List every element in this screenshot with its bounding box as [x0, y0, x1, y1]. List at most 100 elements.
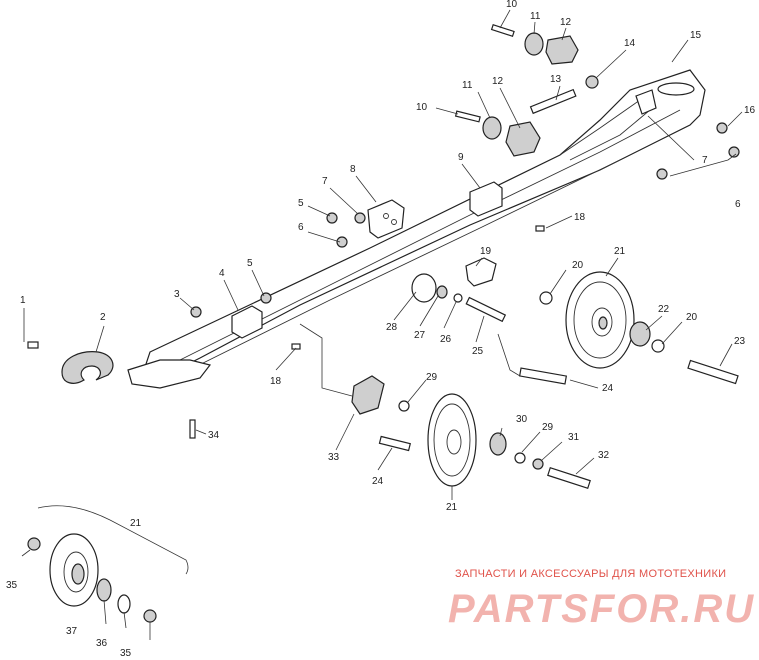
callout-29-right: 29: [542, 422, 554, 433]
rivet-18-left: [291, 343, 301, 350]
callout-24-lower: 24: [372, 476, 384, 487]
bolt-10-lower: [454, 110, 481, 123]
callout-8: 8: [350, 164, 356, 175]
watermark-tagline: ЗАПЧАСТИ И АКСЕССУАРЫ ДЛЯ МОТОТЕХНИКИ: [455, 568, 726, 580]
spacer-27: [436, 285, 448, 299]
bracket-33: [351, 375, 385, 415]
callout-20-lower: 20: [686, 312, 698, 323]
callout-13: 13: [550, 74, 562, 85]
bushing-11-upper: [524, 32, 544, 56]
nut-6-right-a: [728, 146, 740, 158]
callout-20-upper: 20: [572, 260, 584, 271]
callout-18-right: 18: [574, 212, 586, 223]
callout-32: 32: [598, 450, 610, 461]
callout-12-left: 12: [492, 76, 504, 87]
callout-27: 27: [414, 330, 426, 341]
rivet-1: [27, 341, 39, 349]
callout-5-mid: 5: [298, 198, 304, 209]
bolt-25: [465, 296, 507, 323]
leader-lines: [21, 9, 743, 640]
callout-25: 25: [472, 346, 484, 357]
spacer-30: [489, 432, 507, 456]
callout-21-right: 21: [614, 246, 626, 257]
washer-28: [411, 273, 437, 303]
spacer-12-lower: [505, 121, 541, 157]
callout-37: 37: [66, 626, 78, 637]
callout-7-mid: 7: [322, 176, 328, 187]
callout-16: 16: [744, 105, 756, 116]
callout-10-left: 10: [416, 102, 428, 113]
bolt-23: [687, 359, 739, 385]
callout-36: 36: [96, 638, 108, 649]
callout-5-left: 5: [247, 258, 253, 269]
spacer-22: [629, 321, 651, 347]
bearing-37: [96, 578, 112, 602]
callout-1: 1: [20, 295, 26, 306]
rail-tip-cap: [61, 351, 114, 384]
callout-22: 22: [658, 304, 670, 315]
nut-35-right: [143, 609, 157, 623]
bracket-9: [469, 181, 503, 217]
callout-35-right: 35: [120, 648, 132, 659]
spacer-12-upper: [545, 35, 579, 65]
callout-14: 14: [624, 38, 636, 49]
callout-12-top: 12: [560, 17, 572, 28]
callout-18-left: 18: [270, 376, 282, 387]
nut-31: [532, 458, 544, 470]
watermark: ЗАПЧАСТИ И АКСЕССУАРЫ ДЛЯ МОТОТЕХНИКИ PA…: [448, 568, 755, 631]
nut-14: [585, 75, 599, 89]
callout-6-right: 6: [735, 199, 741, 210]
bolt-24-lower: [378, 435, 412, 452]
callout-24-right: 24: [602, 383, 614, 394]
callout-35-left: 35: [6, 580, 18, 591]
watermark-logo: PARTSFOR.RU: [448, 587, 755, 631]
callout-34: 34: [208, 430, 220, 441]
callout-4: 4: [219, 268, 225, 279]
nut-16: [716, 122, 728, 134]
callout-7-right: 7: [702, 155, 708, 166]
callout-3: 3: [174, 289, 180, 300]
callout-33: 33: [328, 452, 340, 463]
callout-9: 9: [458, 152, 464, 163]
callout-6-mid: 6: [298, 222, 304, 233]
bolt-13: [529, 88, 577, 115]
bolt-10-upper: [490, 23, 515, 38]
rivet-18-right: [535, 225, 545, 232]
callout-29-left: 29: [426, 372, 438, 383]
bracket-8: [367, 199, 405, 239]
washer-20-lower: [651, 339, 665, 353]
callout-labels: 1 2 3 4 5 5 6 6 7 7 8 9 10 10 11 11 12 1…: [6, 0, 756, 659]
callout-21-inset: 21: [130, 518, 142, 529]
washer-26: [453, 293, 463, 303]
callout-21-lower: 21: [446, 502, 458, 513]
screw-34: [189, 419, 196, 439]
callout-31: 31: [568, 432, 580, 443]
nut-7-mid: [354, 212, 366, 224]
callout-11-left: 11: [462, 80, 473, 91]
snap-ring-36: [117, 594, 131, 614]
mount-19: [465, 257, 497, 287]
callout-10-top: 10: [506, 0, 518, 10]
slide-rail: [127, 69, 706, 389]
callout-11-top: 11: [530, 11, 541, 22]
bracket-4: [231, 305, 263, 339]
washer-20-upper: [539, 291, 553, 305]
nut-6-right-b: [656, 168, 668, 180]
callout-15: 15: [690, 30, 702, 41]
bracket-17: [635, 89, 657, 115]
nut-6-mid: [336, 236, 348, 248]
bushing-11-lower: [482, 116, 502, 140]
callout-26: 26: [440, 334, 452, 345]
callout-23: 23: [734, 336, 746, 347]
callout-30: 30: [516, 414, 528, 425]
callout-2: 2: [100, 312, 106, 323]
washer-29-right: [514, 452, 526, 464]
callout-19: 19: [480, 246, 492, 257]
nut-5-mid: [326, 212, 338, 224]
idler-wheel-lower: [427, 393, 477, 487]
bolt-32: [547, 466, 591, 490]
washer-29-left: [398, 400, 410, 412]
idler-wheel-right: [565, 271, 635, 369]
callout-28: 28: [386, 322, 398, 333]
